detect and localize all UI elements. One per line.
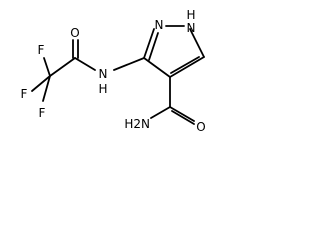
bond-c-f-left xyxy=(31,75,51,92)
bond-ring-n1-c5 xyxy=(189,28,205,58)
bond-carbonyl-n xyxy=(74,57,96,71)
bond-ring-c4-c3 xyxy=(143,57,171,78)
atom-n-ring-2: N xyxy=(155,18,164,32)
atom-f-left: F xyxy=(21,87,28,101)
atom-n-ring-1: N xyxy=(187,21,196,35)
atom-f-bottom: F xyxy=(39,106,46,120)
bond-c-f-bottom xyxy=(42,75,51,102)
bond-n-ring xyxy=(113,57,145,71)
bond-c-f-top xyxy=(43,57,51,77)
bond-amide-nh2 xyxy=(150,106,171,119)
atom-o-carbonyl-1: O xyxy=(70,26,79,40)
atom-h-ring: H xyxy=(186,8,195,22)
bond-amide-o-2 xyxy=(171,110,195,125)
bond-ring-c5-c4-1 xyxy=(169,56,205,78)
atom-n-linker: N xyxy=(99,67,108,81)
bond-cf3-carbonyl xyxy=(49,57,76,77)
atom-labels: F F F O N H N H N O H2N xyxy=(21,8,206,134)
bond-layer xyxy=(31,25,205,125)
atom-o-carbonyl-2: O xyxy=(196,120,205,134)
atom-nh2: H2N xyxy=(124,117,150,131)
bond-ring-c5-c4-2 xyxy=(170,56,200,74)
atom-f-top: F xyxy=(38,43,45,57)
bond-ring-c3-n2-1 xyxy=(143,28,155,59)
bond-amide-o-1 xyxy=(169,106,195,122)
bond-ring-c3-n2-2 xyxy=(148,32,159,61)
structure-canvas: F F F O N H N H N O H2N xyxy=(0,0,238,150)
molecule-diagram: F F F O N H N H N O H2N xyxy=(21,8,206,134)
atom-h-linker: H xyxy=(98,82,107,96)
